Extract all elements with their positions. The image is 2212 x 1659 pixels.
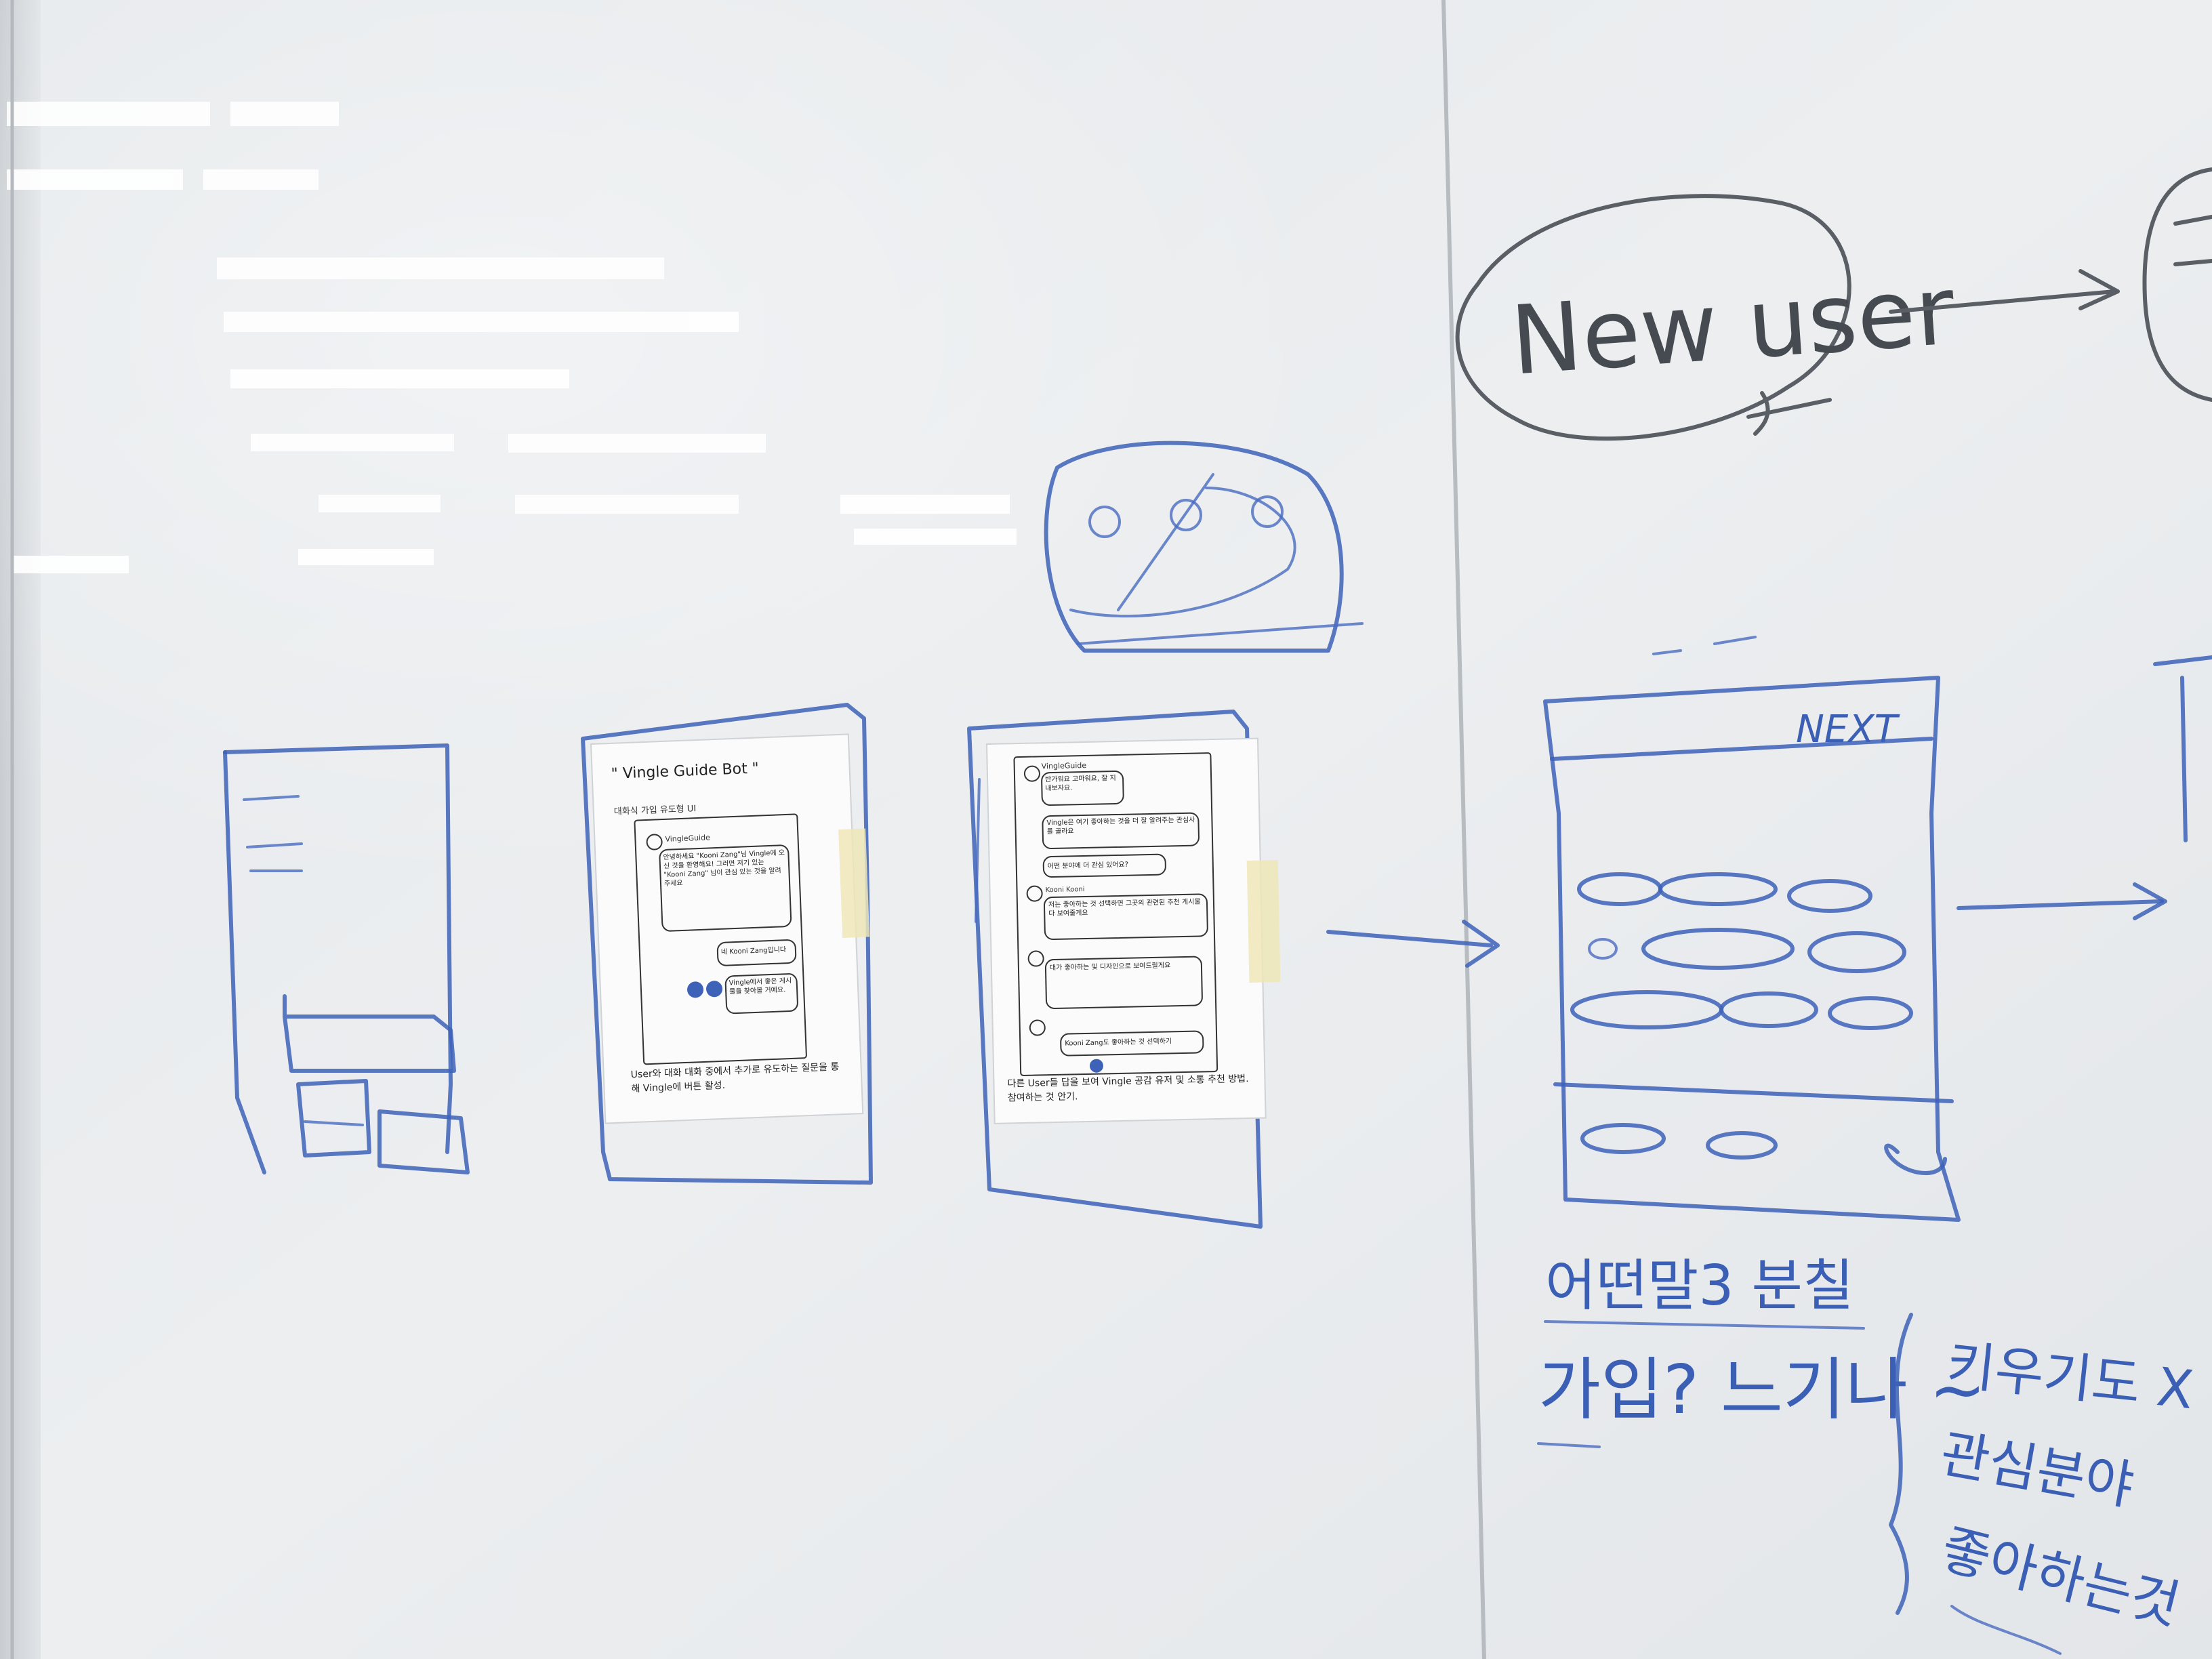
arrow-to-wireframe-4 bbox=[1326, 920, 1500, 968]
m-bubble-5-text: 대가 좋아하는 및 디자인으로 보여드릴게요 bbox=[1049, 962, 1171, 972]
typing-dot-2 bbox=[706, 981, 723, 998]
m-bubble-3-text: 어떤 분야에 더 관심 있어요? bbox=[1047, 861, 1129, 871]
paper-middle-phone bbox=[1013, 752, 1218, 1076]
wireframe-2-frame bbox=[581, 703, 873, 1185]
paper-left-caption: User와 대화 대화 중에서 추가로 유도하는 질문을 통해 Vingle에 … bbox=[630, 1061, 840, 1095]
user-avatar-icon-2 bbox=[1027, 950, 1044, 967]
bubble-1 bbox=[659, 844, 792, 932]
ceiling-light-reflections bbox=[7, 102, 1017, 573]
tape-left bbox=[838, 828, 870, 938]
note-line-1: 어떤말3 분칠 bbox=[1545, 1254, 1853, 1318]
m-bubble-6-text: Kooni Zang도 좋아하는 것 선택하기 bbox=[1065, 1038, 1172, 1048]
wireframe-4: NEXT bbox=[1543, 636, 2212, 1222]
m-bubble-4-text: 저는 좋아하는 것 선택하면 그곳의 관련된 추천 게시물 다 보여줄게요 bbox=[1048, 898, 1201, 918]
paper-left-subtitle: 대화식 가입 유도형 UI bbox=[614, 804, 697, 817]
bot-avatar-icon bbox=[646, 834, 663, 851]
m-bubble-4 bbox=[1044, 893, 1208, 941]
panel-seam bbox=[1441, 0, 1486, 1659]
typing-dot-1 bbox=[687, 981, 704, 998]
bubble-3-text: Vingle에서 좋은 게시물을 찾아볼 거예요. bbox=[729, 977, 792, 996]
bot-avatar-icon-3 bbox=[1029, 1019, 1046, 1036]
bubble-3 bbox=[724, 973, 798, 1015]
paper-left-phone bbox=[634, 813, 807, 1065]
bubble-2-text: 네 Kooni Zang입니다 bbox=[720, 946, 787, 956]
m-bubble-5 bbox=[1044, 956, 1203, 1009]
user-avatar-icon bbox=[1026, 885, 1043, 902]
note-line-2: 가입? 느기나 ~ bbox=[1538, 1350, 1986, 1429]
next-label: NEXT bbox=[1796, 708, 1900, 752]
m-bubble-2 bbox=[1042, 812, 1200, 850]
arrow-new-user-right bbox=[1889, 167, 2212, 402]
bubble-2 bbox=[716, 939, 797, 966]
paper-left-bot-name: VingleGuide bbox=[665, 833, 710, 844]
m-bubble-3 bbox=[1042, 853, 1166, 878]
paper-middle-caption: 다른 User들 답을 보여 Vingle 공감 유저 및 소통 추천 방법. … bbox=[1007, 1073, 1249, 1104]
paper-left: " Vingle Guide Bot " 대화식 가입 유도형 UI Vingl… bbox=[590, 733, 870, 1124]
m-bubble-1-text: 반가워요 고마워요, 잘 지내보자요. bbox=[1045, 775, 1116, 793]
bot-avatar-icon-2 bbox=[1023, 765, 1040, 782]
paper-middle-user-name: Kooni Kooni bbox=[1045, 886, 1084, 894]
paper-middle-bot-name: VingleGuide bbox=[1042, 761, 1087, 771]
paper-middle: VingleGuide 반가워요 고마워요, 잘 지내보자요. Vingle은 … bbox=[985, 737, 1281, 1124]
m-bubble-1 bbox=[1041, 771, 1124, 806]
floating-sketch bbox=[1044, 441, 1364, 653]
progress-dot bbox=[1089, 1059, 1103, 1073]
m-bubble-2-text: Vingle은 여기 좋아하는 것을 더 잘 알려주는 관심사를 골라요 bbox=[1046, 816, 1195, 836]
wireframe-1 bbox=[223, 743, 470, 1174]
tape-middle bbox=[1246, 860, 1281, 983]
bubble-1-text: 안녕하세요 "Kooni Zang"님 Vingle에 오신 것을 환영해요! … bbox=[663, 849, 785, 888]
m-bubble-6 bbox=[1060, 1030, 1204, 1057]
